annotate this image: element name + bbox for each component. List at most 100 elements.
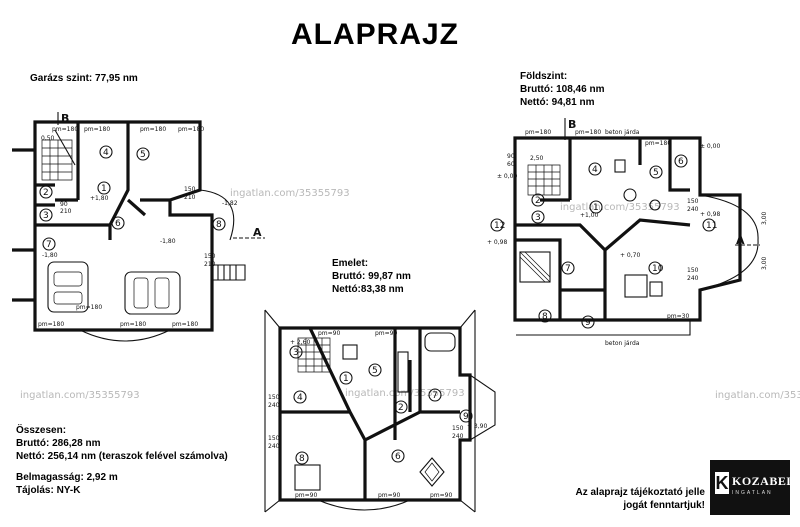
svg-text:pm=90: pm=90 [318, 330, 340, 337]
upper-floor-gross: Bruttó: 99,87 nm [332, 271, 411, 282]
svg-text:-1,82: -1,82 [222, 200, 238, 207]
svg-text:0,50: 0,50 [41, 135, 55, 142]
garage-internal-walls [35, 122, 170, 240]
svg-text:4: 4 [297, 393, 303, 403]
svg-text:3: 3 [535, 213, 541, 223]
ground-stairs [527, 164, 561, 196]
svg-text:+1,80: +1,80 [90, 195, 109, 202]
watermark-5: ingatlan.com/35355793 [715, 390, 800, 401]
summary-block: Összesen: Bruttó: 286,28 nm Nettó: 256,1… [16, 424, 228, 497]
summary-ceiling-height: Belmagasság: 2,92 m [16, 472, 118, 483]
svg-text:6: 6 [115, 219, 121, 229]
svg-text:pm=180: pm=180 [575, 129, 601, 136]
ground-annotations: pm=180 pm=180 pm=180 beton járda beton j… [487, 129, 768, 347]
svg-text:pm=90: pm=90 [378, 492, 400, 499]
svg-text:B: B [568, 118, 576, 131]
ground-internal-walls [515, 138, 691, 320]
summary-net: Nettó: 256,14 nm (teraszok felével számo… [16, 451, 228, 462]
svg-text:pm=90: pm=90 [295, 492, 317, 499]
svg-text:+1,00: +1,00 [580, 212, 599, 219]
logo-tagline: INGATLAN [732, 490, 773, 496]
svg-text:3,00: 3,00 [761, 211, 768, 225]
garage-curve [199, 189, 235, 241]
svg-text:10: 10 [652, 264, 664, 274]
garage-steps [212, 264, 246, 281]
svg-text:4: 4 [592, 165, 598, 175]
svg-text:9: 9 [585, 318, 591, 328]
svg-text:210: 210 [204, 261, 216, 268]
upper-stairs [297, 337, 331, 373]
ground-floor-labels: Földszint: Bruttó: 108,46 nm Nettó: 94,8… [520, 70, 604, 109]
disclaimer-line-2: jogát fenntartjuk! [623, 500, 705, 511]
page-title: ALAPRAJZ [290, 18, 459, 51]
svg-text:5: 5 [140, 150, 146, 160]
garage-floor-plan: 1 2 3 4 5 6 7 8 pm=180 pm=180 pm=180 pm=… [12, 112, 265, 342]
svg-text:-1,80: -1,80 [160, 238, 176, 245]
garage-outer-stubs [12, 148, 35, 302]
watermarks: ingatlan.com/35355793 ingatlan.com/35355… [20, 188, 800, 401]
svg-text:150: 150 [268, 435, 280, 442]
svg-text:+ 0,98: + 0,98 [487, 239, 507, 246]
svg-text:11: 11 [706, 221, 717, 231]
svg-text:pm=180: pm=180 [52, 126, 78, 133]
svg-text:A: A [253, 226, 262, 239]
ground-floor-heading: Földszint: [520, 71, 568, 82]
garage-room-numbers: 1 2 3 4 5 6 7 8 [39, 145, 226, 251]
svg-text:pm=180: pm=180 [120, 321, 146, 328]
svg-text:pm=90: pm=90 [375, 330, 397, 337]
watermark-3: ingatlan.com/35355793 [20, 390, 140, 401]
garage-section-markers: A B [57, 112, 265, 239]
watermark-1: ingatlan.com/35355793 [230, 188, 350, 199]
svg-text:8: 8 [216, 220, 222, 230]
upper-furniture [294, 332, 456, 491]
svg-text:pm=180: pm=180 [84, 126, 110, 133]
svg-text:90: 90 [60, 201, 68, 208]
upper-floor-heading: Emelet: [332, 258, 369, 269]
upper-annotations: pm=90 pm=90 pm=90 pm=90 pm=90 + 2,60 + 3… [268, 330, 487, 499]
watermark-2: ingatlan.com/35355793 [560, 202, 680, 213]
svg-text:1: 1 [101, 184, 107, 194]
svg-text:± 0,00: ± 0,00 [497, 173, 517, 180]
svg-text:6: 6 [678, 157, 684, 167]
svg-text:8: 8 [299, 454, 305, 464]
svg-text:150: 150 [687, 198, 699, 205]
garage-bay [79, 329, 171, 342]
ground-floor-gross: Bruttó: 108,46 nm [520, 84, 605, 95]
upper-floor-labels: Emelet: Bruttó: 99,87 nm Nettó:83,38 nm [332, 257, 411, 296]
upper-bay [317, 499, 411, 511]
svg-text:2: 2 [398, 403, 404, 413]
garage-car-left [47, 261, 89, 313]
svg-text:+ 0,70: + 0,70 [620, 252, 640, 259]
svg-text:+ 2,60: + 2,60 [290, 339, 310, 346]
svg-text:3: 3 [293, 348, 299, 358]
watermark-4: ingatlan.com/35355793 [345, 388, 465, 399]
svg-text:± 0,00: ± 0,00 [700, 143, 720, 150]
garage-area-label: Garázs szint: 77,95 nm [30, 73, 138, 84]
disclaimer: Az alaprajz tájékoztató jelle jogát fenn… [560, 486, 706, 512]
svg-text:60: 60 [507, 161, 515, 168]
svg-text:beton járda: beton járda [605, 340, 640, 347]
svg-text:3: 3 [43, 211, 49, 221]
svg-text:3,00: 3,00 [761, 256, 768, 270]
svg-text:B: B [61, 112, 69, 125]
summary-heading: Összesen: [16, 425, 67, 436]
ground-terrace-curve [699, 194, 759, 291]
svg-text:beton járda: beton járda [605, 129, 640, 136]
svg-text:90: 90 [507, 153, 515, 160]
garage-car-right [124, 271, 181, 315]
svg-text:4: 4 [103, 148, 109, 158]
upper-balcony [469, 374, 496, 441]
upper-internal-walls [280, 327, 460, 500]
upper-roof-lines [264, 309, 476, 513]
svg-text:2: 2 [43, 188, 49, 198]
summary-orientation: Tájolás: NY-K [16, 485, 81, 496]
ground-floor-plan: 1 2 3 4 5 6 7 8 9 10 11 12 pm=180 pm=180… [487, 118, 768, 347]
summary-gross: Bruttó: 286,28 nm [16, 438, 101, 449]
upper-room-numbers: 1 2 3 4 5 6 7 8 9 [289, 345, 473, 465]
upper-floor-plan: 1 2 3 4 5 6 7 8 9 pm=90 pm=90 pm=90 pm=9… [264, 309, 496, 513]
logo-name: KOZABEL [732, 474, 795, 488]
garage-annotations: pm=180 pm=180 pm=180 pm=180 pm=180 pm=18… [38, 126, 238, 328]
garage-outer-wall [33, 120, 214, 332]
garage-stairs [41, 129, 76, 181]
